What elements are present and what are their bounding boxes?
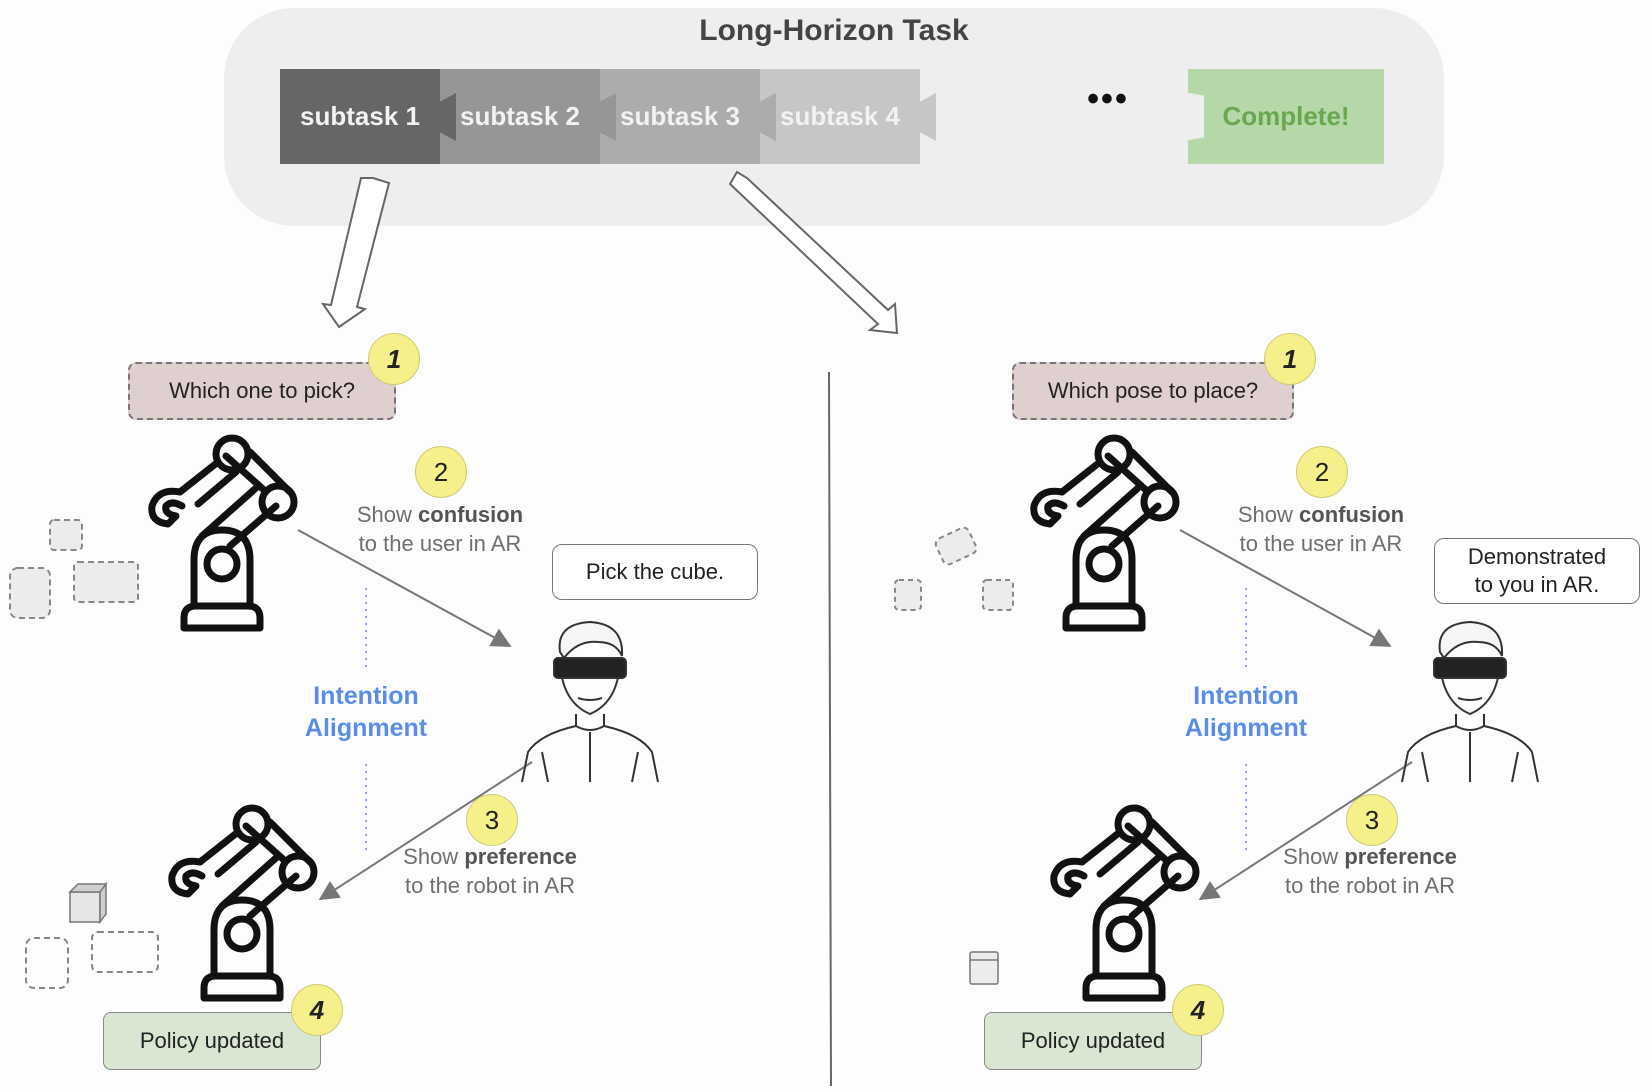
user-speech-line1: Demonstrated xyxy=(1467,544,1607,569)
alignment-line1: Intention xyxy=(313,682,419,710)
user-speech-bubble: Pick the cube. xyxy=(552,544,758,600)
subtask-2-block: subtask 2 xyxy=(440,69,616,164)
alignment-line1: Intention xyxy=(1193,682,1299,710)
step-4-badge: 4 xyxy=(1172,984,1224,1036)
subtask-4-label: subtask 4 xyxy=(780,101,900,131)
task-title: Long-Horizon Task xyxy=(699,14,969,47)
question-text: Which one to pick? xyxy=(169,378,355,403)
step-3-line2: to the robot in AR xyxy=(1285,873,1455,898)
step-2-badge: 2 xyxy=(1296,446,1348,498)
alignment-line2: Alignment xyxy=(1184,714,1308,742)
step-3-line2: to the robot in AR xyxy=(405,873,575,898)
step-3-caption: Show preference to the robot in AR xyxy=(1258,842,1482,900)
policy-updated-box: Policy updated xyxy=(984,1012,1202,1070)
subtask-3-block: subtask 3 xyxy=(600,69,776,164)
intention-alignment-label: Intention Alignment xyxy=(286,680,446,744)
step-3-keyword: preference xyxy=(1344,844,1457,869)
alignment-line2: Alignment xyxy=(304,714,428,742)
step-2-prefix: Show xyxy=(1237,502,1300,527)
ellipsis: ••• xyxy=(1087,80,1129,118)
robot-arm-icon xyxy=(1054,808,1196,998)
step-3-caption: Show preference to the robot in AR xyxy=(378,842,602,900)
policy-updated-box: Policy updated xyxy=(103,1012,321,1070)
step-4-badge: 4 xyxy=(291,984,343,1036)
step-1-badge: 1 xyxy=(1264,333,1316,385)
ar-user-icon xyxy=(521,621,659,783)
puzzle-tab xyxy=(600,93,616,141)
puzzle-tab xyxy=(920,93,936,141)
question-text: Which pose to place? xyxy=(1047,378,1259,403)
subtask-1-block: subtask 1 xyxy=(280,69,456,164)
arrow-robot-to-user xyxy=(297,529,512,647)
resolved-pose xyxy=(969,951,999,985)
arrow-user-to-robot xyxy=(318,761,533,901)
puzzle-tab xyxy=(760,93,776,141)
hollow-arrows xyxy=(320,170,899,335)
step-3-prefix: Show xyxy=(1283,844,1345,869)
robot-question-bubble: Which pose to place? xyxy=(1012,362,1294,420)
resolved-objects xyxy=(25,881,159,989)
step-3-keyword: preference xyxy=(464,844,577,869)
step-3-badge: 3 xyxy=(466,794,518,846)
user-speech-bubble: Demonstrated to you in AR. xyxy=(1434,538,1640,604)
subtask-3-label: subtask 3 xyxy=(620,101,740,131)
intention-alignment-label: Intention Alignment xyxy=(1166,680,1326,744)
user-speech-text: Pick the cube. xyxy=(585,559,725,584)
step-2-caption: Show confusion to the user in AR xyxy=(330,500,550,558)
complete-block: Complete! xyxy=(1188,69,1384,164)
subtask-1-label: subtask 1 xyxy=(300,101,420,131)
candidate-poses xyxy=(894,526,1014,611)
subtask-4-block: subtask 4 xyxy=(760,69,936,164)
policy-label: Policy updated xyxy=(1020,1028,1166,1053)
arrow-robot-to-user xyxy=(1179,529,1392,647)
ar-user-icon xyxy=(1401,621,1539,783)
subtask-2-label: subtask 2 xyxy=(460,101,580,131)
user-speech-line2: to you in AR. xyxy=(1474,572,1600,597)
puzzle-tab xyxy=(440,93,456,141)
robot-arm-icon xyxy=(1034,438,1176,628)
step-3-badge: 3 xyxy=(1346,794,1398,846)
robot-question-bubble: Which one to pick? xyxy=(128,362,396,420)
step-1-badge: 1 xyxy=(368,333,420,385)
step-2-keyword: confusion xyxy=(418,502,524,527)
arrow-to-right-panel xyxy=(728,170,899,335)
robot-arm-icon xyxy=(172,808,314,998)
arrow-user-to-robot xyxy=(1198,761,1413,901)
step-2-line2: to the user in AR xyxy=(358,531,522,556)
step-2-badge: 2 xyxy=(415,446,467,498)
policy-label: Policy updated xyxy=(139,1028,285,1053)
robot-arm-icon xyxy=(152,438,294,628)
candidate-objects xyxy=(9,519,139,619)
step-2-line2: to the user in AR xyxy=(1239,531,1403,556)
step-2-keyword: confusion xyxy=(1299,502,1405,527)
step-2-caption: Show confusion to the user in AR xyxy=(1211,500,1431,558)
step-3-prefix: Show xyxy=(403,844,465,869)
panel-divider xyxy=(828,371,832,1087)
arrow-to-left-panel xyxy=(320,177,391,329)
step-2-prefix: Show xyxy=(356,502,419,527)
